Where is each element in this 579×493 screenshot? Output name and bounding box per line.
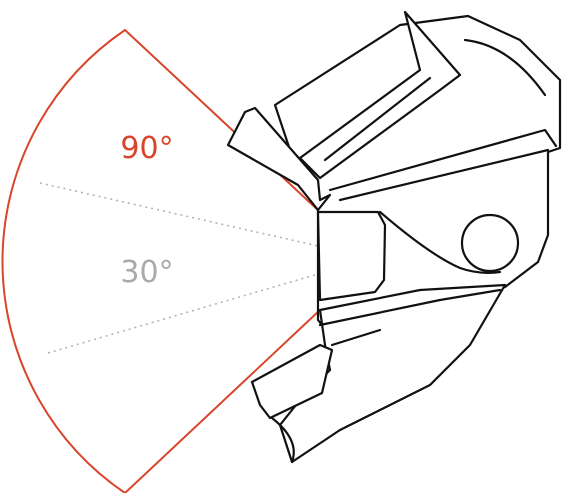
inner-angle-label: 30°	[120, 255, 173, 290]
helmet-chin-line-3	[270, 416, 295, 464]
outer-sector-90	[1, 28, 321, 493]
helmet-chin-line-1	[318, 288, 502, 327]
inner-sector-lower-line	[47, 273, 319, 354]
helmet-cheek-panel	[316, 210, 387, 302]
helmet-ridge-side	[328, 128, 558, 192]
helmet-vent	[298, 10, 462, 180]
helmet-illustration	[226, 10, 562, 464]
helmet-chin-line-2	[330, 328, 382, 347]
inner-sector-upper-line	[39, 182, 319, 247]
helmet-vent-inner	[323, 76, 432, 162]
helmet-ridge-side-2	[338, 148, 550, 202]
outer-angle-label: 90°	[120, 131, 173, 166]
helmet-visor	[226, 106, 332, 212]
helmet-chin-vent	[250, 343, 334, 420]
helmet-pivot-ring	[460, 213, 520, 273]
helmet-pivot-bracket	[378, 210, 502, 274]
helmet-ridge-top	[463, 38, 547, 97]
